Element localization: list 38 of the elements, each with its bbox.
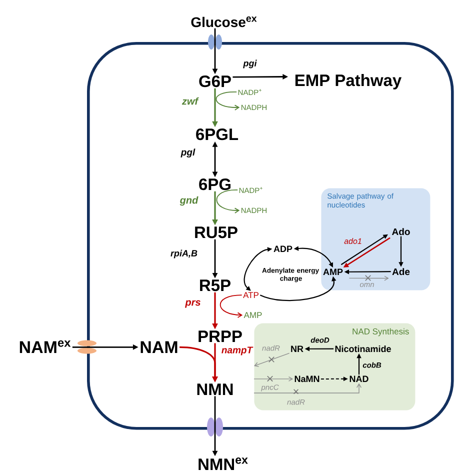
metabolite-label: R5P <box>200 280 230 292</box>
arrow <box>348 276 389 281</box>
cell-membrane <box>87 42 454 430</box>
metabolite-label: NAD <box>350 376 368 382</box>
metabolite-label: Ade <box>392 268 410 276</box>
metabolite-label: 6PGL <box>196 128 238 140</box>
metabolite-label: NaMN <box>294 376 320 382</box>
metabolite-label: ADP <box>274 246 292 252</box>
pathway-label: EMP Pathway <box>295 74 402 90</box>
edge-label: pgi <box>243 60 257 68</box>
metabolite-label: NR <box>291 346 304 352</box>
edge-label: nampT <box>222 346 254 356</box>
edge-label: prs <box>185 300 200 308</box>
cofactor-label: ATP <box>243 292 258 298</box>
edge-label: zwf <box>182 97 199 105</box>
edge-label: rpiA,B <box>170 250 198 258</box>
arrow <box>220 294 243 318</box>
arrow <box>254 352 290 367</box>
arrow <box>254 383 362 394</box>
edge-label: ado1 <box>344 238 362 244</box>
metabolite-label: G6P <box>199 75 231 88</box>
metabolite-label: NMN <box>197 384 233 395</box>
metabolite-label: Nicotinamide <box>335 345 391 352</box>
metabolite-label: RU5P <box>195 226 238 238</box>
metabolite-label: Glucose$^{ex}$ <box>191 16 257 28</box>
cofactor-label: AMP <box>244 312 262 318</box>
metabolite-label: PRPP <box>198 330 242 342</box>
metabolite-label: AMP <box>323 268 343 275</box>
arrow <box>254 376 294 382</box>
arrow <box>216 92 240 110</box>
edge-label: gnd <box>180 196 198 206</box>
edge-label: pgl <box>180 148 196 158</box>
metabolite-label: NAM$^{ex}$ <box>20 340 71 353</box>
metabolite-label: NAM <box>140 341 178 353</box>
metabolite-label: NMN$^{ex}$ <box>198 458 248 470</box>
arrow <box>216 190 240 214</box>
metabolite-label: Ado <box>392 228 410 236</box>
metabolite-label: 6PG <box>199 178 230 190</box>
